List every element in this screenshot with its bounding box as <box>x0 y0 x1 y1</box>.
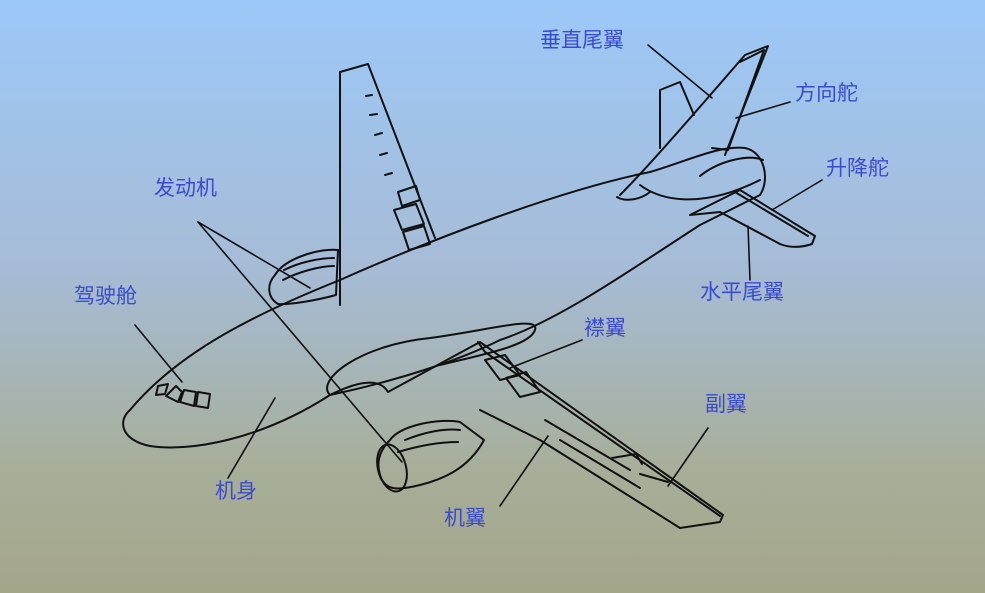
cockpit-windows <box>155 383 211 409</box>
leader-lines <box>134 44 823 507</box>
engine-label: 发动机 <box>154 176 217 200</box>
horizontal-stabilizer <box>689 189 816 248</box>
far-engine <box>268 248 339 306</box>
wing-label: 机翼 <box>444 506 486 530</box>
elevator-label: 升降舵 <box>826 156 889 180</box>
wing-fairing <box>326 322 537 396</box>
near-wing <box>329 341 724 529</box>
vertical-stabilizer <box>616 45 769 201</box>
fuselage <box>122 146 766 449</box>
far-wing <box>339 63 436 306</box>
flap-label: 襟翼 <box>584 316 626 340</box>
vertical-stabilizer-label: 垂直尾翼 <box>540 28 624 52</box>
rudder-label: 方向舵 <box>795 81 858 105</box>
near-engine <box>376 419 485 493</box>
horizontal-stabilizer-label: 水平尾翼 <box>700 280 784 304</box>
aileron-label: 副翼 <box>705 392 747 416</box>
fuselage-label: 机身 <box>215 479 257 503</box>
cockpit-label: 驾驶舱 <box>74 284 137 308</box>
